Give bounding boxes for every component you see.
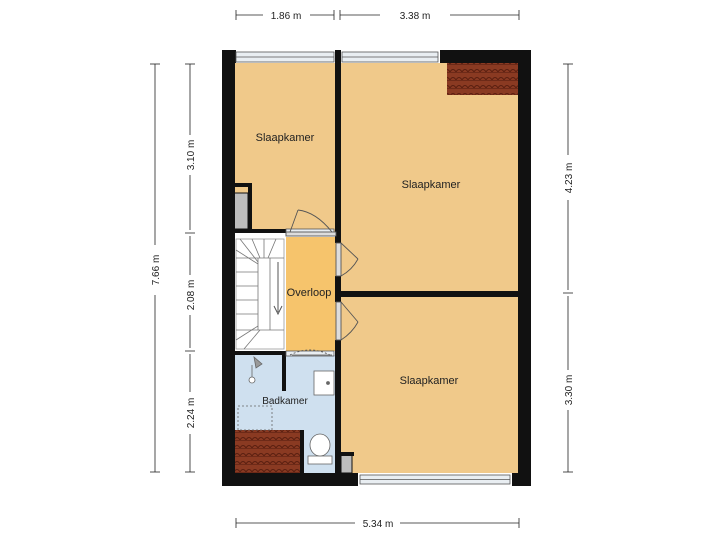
room-label-bedroom-top-left: Slaapkamer	[256, 132, 315, 144]
toilet-tank	[307, 455, 333, 465]
dimension-right-top-height: 4.23 m	[564, 163, 575, 194]
walls	[222, 50, 531, 486]
toilet-bowl	[309, 433, 331, 457]
dimension-lines	[150, 10, 573, 528]
bedroom-top-right-floor	[341, 63, 519, 291]
roof-tiles-bathroom	[234, 430, 300, 473]
doors	[285, 209, 359, 356]
room-label-bedroom-top-right: Slaapkamer	[402, 179, 461, 191]
stair-floor	[234, 237, 286, 351]
shower-tray	[237, 405, 273, 431]
room-label-bathroom: Badkamer	[262, 396, 308, 407]
bathroom-fixtures	[237, 355, 335, 465]
dimension-left-bottom-height: 2.24 m	[186, 398, 197, 429]
landing-floor	[286, 237, 336, 351]
roof-tiles-top-right	[447, 63, 519, 95]
dimension-left-total-height: 7.66 m	[151, 255, 162, 286]
dimension-top-left-width: 1.86 m	[271, 11, 302, 22]
chimney-block-bottom	[340, 454, 353, 474]
shower-head-icon	[248, 376, 256, 384]
chimney-block-left	[233, 192, 249, 230]
staircase	[235, 238, 285, 350]
dimension-top-right-width: 3.38 m	[400, 11, 431, 22]
room-label-bedroom-bottom-right: Slaapkamer	[400, 375, 459, 387]
room-label-landing: Overloop	[287, 287, 332, 299]
sink	[313, 370, 335, 396]
bedroom-bottom-right-floor	[341, 297, 519, 473]
dimension-left-top-height: 3.10 m	[186, 140, 197, 171]
dimension-bottom-total-width: 5.34 m	[363, 519, 394, 530]
dimension-left-middle-height: 2.08 m	[186, 280, 197, 311]
dimension-right-bottom-height: 3.30 m	[564, 375, 575, 406]
